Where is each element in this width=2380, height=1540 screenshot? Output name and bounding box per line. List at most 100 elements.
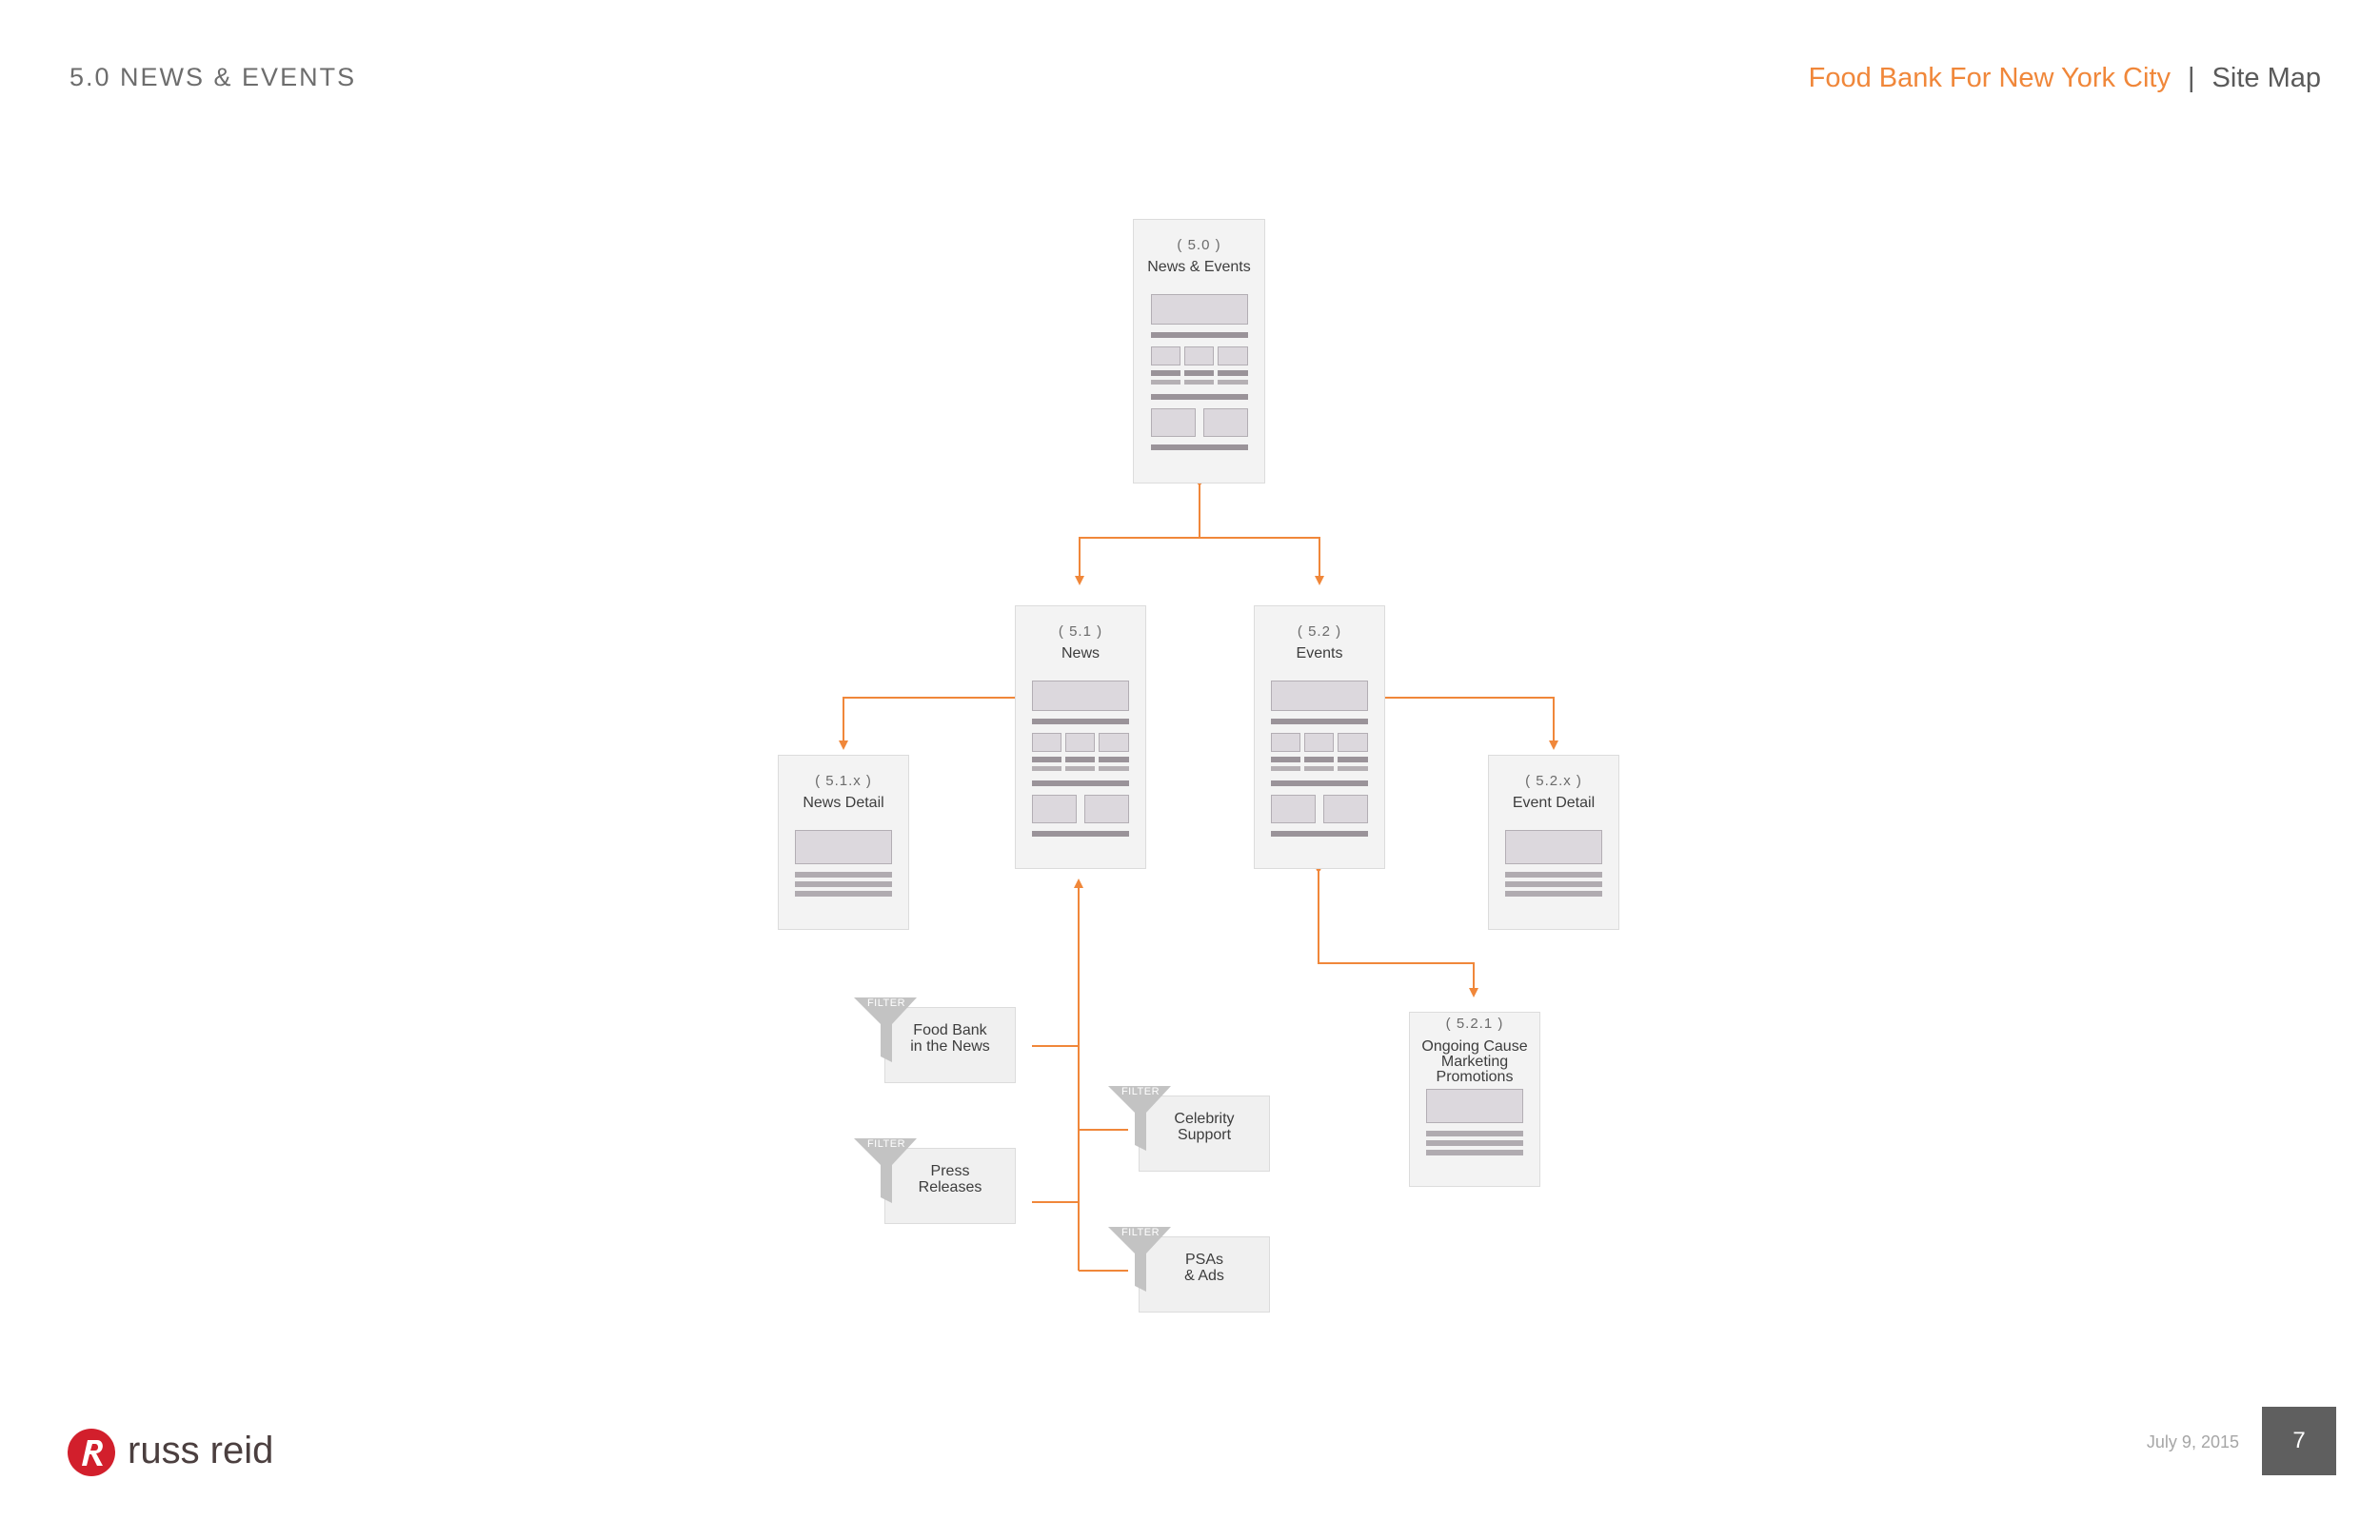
wire-tile <box>1032 795 1077 823</box>
wire-bar <box>1271 831 1368 837</box>
wire-bar <box>1271 766 1300 771</box>
page-number: 7 <box>2262 1407 2336 1475</box>
filter-label-line: Releases <box>918 1179 982 1195</box>
wire-bar <box>1218 380 1248 385</box>
wire-hero-block <box>1271 681 1368 711</box>
wire-bar <box>1304 766 1334 771</box>
filter-label-line: Press <box>930 1163 970 1179</box>
filter-label-line: Celebrity <box>1174 1111 1235 1127</box>
funnel-icon <box>1108 1086 1171 1151</box>
funnel-icon <box>854 1138 917 1203</box>
wire-tile <box>1184 346 1214 365</box>
wire-bar <box>1151 370 1180 376</box>
wire-bar <box>1032 766 1061 771</box>
node-news-detail[interactable]: ( 5.1.x ) News Detail <box>778 755 909 930</box>
filter-label-line: & Ads <box>1184 1268 1224 1284</box>
wire-hero-block <box>1032 681 1129 711</box>
node-number: ( 5.1.x ) <box>815 773 872 789</box>
wire-bar <box>1032 831 1129 837</box>
connector-root-to-events <box>1200 537 1324 585</box>
wire-bar <box>1218 370 1248 376</box>
connector-news-to-detail <box>839 697 1015 750</box>
filter-label-line: Food Bank <box>913 1022 987 1038</box>
node-title: Event Detail <box>1512 795 1596 811</box>
wire-bar <box>1271 719 1368 724</box>
wire-bar <box>795 881 892 887</box>
wire-bar <box>795 872 892 878</box>
node-number: ( 5.2 ) <box>1297 623 1342 640</box>
funnel-icon <box>854 997 917 1062</box>
wire-tile <box>1304 733 1334 752</box>
filter-label: PSAs & Ads <box>1139 1252 1270 1284</box>
connector-root-to-news <box>1075 484 1200 585</box>
wire-hero-block <box>1505 830 1602 864</box>
filter-box <box>1139 1236 1270 1313</box>
wire-tile <box>1032 733 1061 752</box>
node-news[interactable]: ( 5.1 ) News <box>1015 605 1146 869</box>
node-news-events[interactable]: ( 5.0 ) News & Events <box>1133 219 1265 484</box>
wire-bar <box>1505 881 1602 887</box>
funnel-icon <box>1108 1227 1171 1292</box>
wire-bar <box>795 891 892 897</box>
wire-bar <box>1505 891 1602 897</box>
wire-tile <box>1151 346 1180 365</box>
wire-tile <box>1271 795 1316 823</box>
wire-bar <box>1505 872 1602 878</box>
node-title: News <box>1061 645 1100 661</box>
node-title-line: Promotions <box>1436 1069 1514 1085</box>
wire-bar <box>1304 757 1334 762</box>
wire-bar <box>1032 757 1061 762</box>
wire-bar <box>1426 1150 1523 1155</box>
filter-label-line: Support <box>1177 1127 1232 1143</box>
node-number: ( 5.2.1 ) <box>1445 1016 1504 1032</box>
wire-tile <box>1099 733 1129 752</box>
wire-bar <box>1151 444 1248 450</box>
filter-tag: FILTER <box>866 997 906 1009</box>
wire-hero-block <box>795 830 892 864</box>
filter-tag: FILTER <box>1121 1227 1160 1238</box>
node-title: News & Events <box>1147 259 1251 275</box>
wire-bar <box>1032 780 1129 786</box>
node-ongoing-cause[interactable]: ( 5.2.1 ) Ongoing Cause Marketing Promot… <box>1409 1012 1540 1187</box>
russ-reid-logo: russ reid <box>67 1428 276 1477</box>
node-title: News Detail <box>803 795 884 811</box>
filter-food-bank-in-news[interactable]: FILTER Food Bank in the News <box>854 997 1016 1083</box>
filter-tag: FILTER <box>1121 1086 1160 1097</box>
wire-tile <box>1151 408 1196 437</box>
wire-bar <box>1151 394 1248 400</box>
filter-label: Press Releases <box>884 1163 1016 1195</box>
filter-label: Food Bank in the News <box>884 1022 1016 1055</box>
filter-label-line: in the News <box>910 1038 990 1055</box>
filter-press-releases[interactable]: FILTER Press Releases <box>854 1138 1016 1224</box>
brand-name: Food Bank For New York City <box>1808 63 2171 93</box>
wire-bar <box>1426 1131 1523 1136</box>
wire-bar <box>1426 1140 1523 1146</box>
logo-text: russ reid <box>128 1430 274 1471</box>
wire-tile <box>1065 733 1095 752</box>
wire-bar <box>1271 757 1300 762</box>
wire-bar <box>1338 766 1368 771</box>
wire-bar <box>1338 757 1368 762</box>
header-separator: | <box>2188 63 2195 93</box>
wire-tile <box>1203 408 1248 437</box>
filter-psas-ads[interactable]: FILTER PSAs & Ads <box>1108 1227 1270 1313</box>
node-event-detail[interactable]: ( 5.2.x ) Event Detail <box>1488 755 1619 930</box>
wire-bar <box>1184 380 1214 385</box>
footer-date: July 9, 2015 <box>2146 1432 2239 1451</box>
filter-label: Celebrity Support <box>1139 1111 1270 1143</box>
wire-tile <box>1218 346 1248 365</box>
document-title: Site Map <box>2211 63 2321 93</box>
filter-box <box>1139 1096 1270 1172</box>
wire-bar <box>1065 757 1095 762</box>
node-title: Events <box>1296 645 1343 661</box>
node-number: ( 5.2.x ) <box>1525 773 1582 789</box>
node-title-line: Ongoing Cause <box>1421 1038 1528 1055</box>
wire-hero-block <box>1151 294 1248 325</box>
wire-tile <box>1084 795 1129 823</box>
logo-mark-icon <box>68 1429 115 1476</box>
node-events[interactable]: ( 5.2 ) Events <box>1254 605 1385 869</box>
wire-tile <box>1271 733 1300 752</box>
section-title: 5.0 NEWS & EVENTS <box>69 63 357 91</box>
wire-tile <box>1323 795 1368 823</box>
filter-celebrity-support[interactable]: FILTER Celebrity Support <box>1108 1086 1270 1172</box>
